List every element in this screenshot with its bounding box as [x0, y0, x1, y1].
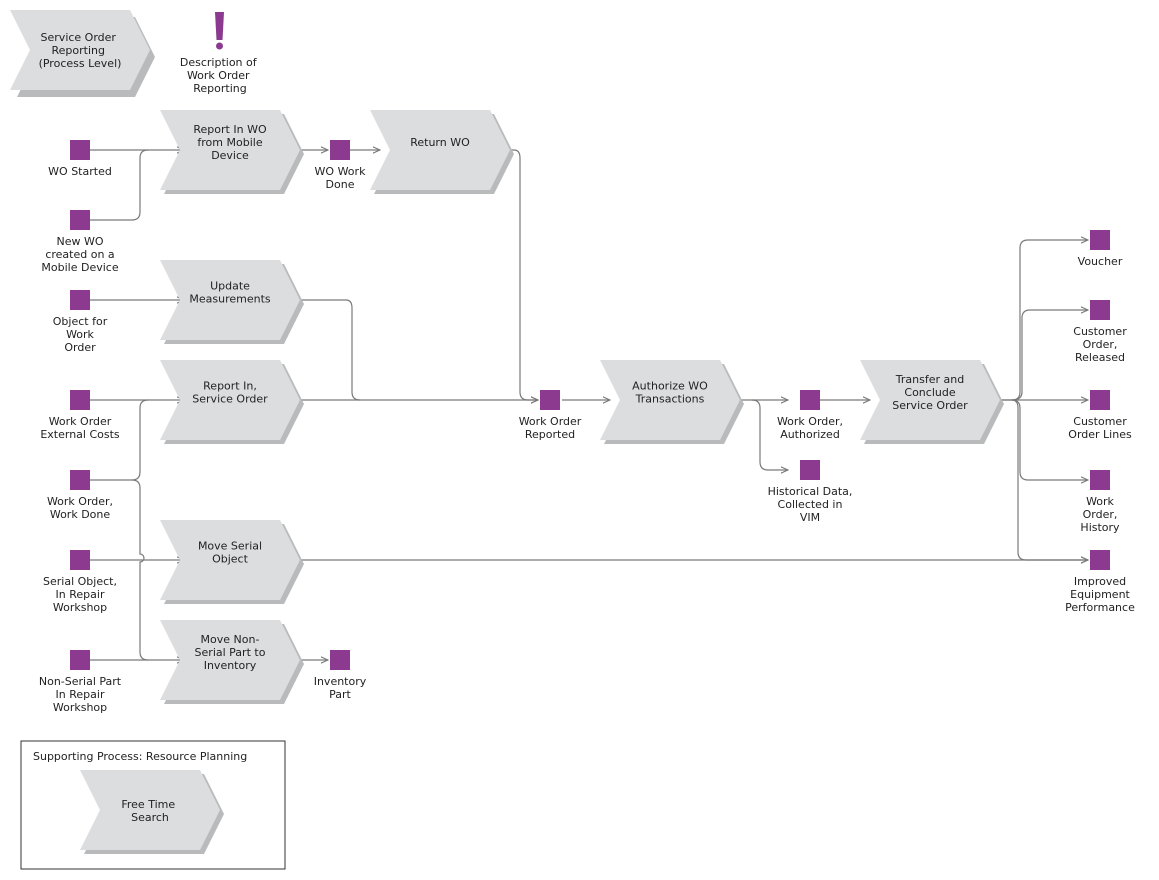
event-square-icon — [70, 210, 90, 230]
event-square-icon — [70, 470, 90, 490]
conn-work-done-bus — [90, 399, 149, 481]
event-square-icon — [70, 290, 90, 310]
event-square-icon — [1090, 300, 1110, 320]
event-square-icon — [1090, 230, 1110, 250]
event-square-icon — [1090, 550, 1110, 570]
supporting-process-title: Supporting Process: Resource Planning — [33, 750, 247, 763]
event-square-icon — [540, 390, 560, 410]
event-square-icon — [1090, 470, 1110, 490]
event-wo-work-done-left[interactable]: Work Order,Work Done — [47, 470, 113, 521]
event-label: WO Started — [48, 165, 112, 178]
event-wo-authorized[interactable]: Work Order,Authorized — [777, 390, 843, 441]
event-square-icon — [800, 460, 820, 480]
process-label: Return WO — [410, 136, 470, 149]
event-wo-started[interactable]: WO Started — [48, 140, 112, 178]
event-square-icon — [800, 390, 820, 410]
title-process-label: Service Order Reporting (Process Level) — [39, 31, 122, 70]
conn-transfer-to-released — [1011, 310, 1088, 401]
description-item[interactable]: Description of Work Order Reporting — [180, 12, 260, 95]
description-label: Description of Work Order Reporting — [180, 56, 260, 95]
conn-work-done-down — [131, 479, 149, 661]
process-free-time-search[interactable]: Free Time Search — [80, 770, 224, 854]
conn-transfer-to-voucher — [1000, 240, 1088, 401]
event-square-icon — [330, 650, 350, 670]
conn-new-wo-mobile — [90, 149, 149, 221]
free-time-search-label: Free Time Search — [121, 798, 178, 824]
event-voucher[interactable]: Voucher — [1078, 230, 1123, 268]
event-label: Voucher — [1078, 255, 1123, 268]
event-square-icon — [1090, 390, 1110, 410]
connectors — [90, 150, 1088, 660]
title-process: Service Order Reporting (Process Level) — [10, 10, 155, 97]
process-report-in-service-order[interactable]: Report In,Service Order — [160, 360, 304, 444]
exclamation-icon — [215, 12, 224, 50]
process-label: Report In,Service Order — [192, 380, 268, 406]
conn-return-to-reported — [510, 149, 538, 400]
event-label: Work Order,Authorized — [777, 415, 843, 441]
conn-transfer-to-history — [1011, 399, 1088, 480]
event-square-icon — [70, 140, 90, 160]
event-label: Work Order,Work Done — [47, 495, 113, 521]
conn-update-to-main — [300, 299, 361, 401]
event-square-icon — [330, 140, 350, 160]
conn-authorize-to-historical — [751, 399, 788, 470]
supporting-process-box: Supporting Process: Resource Planning Fr… — [20, 740, 286, 870]
event-square-icon — [70, 650, 90, 670]
event-square-icon — [70, 550, 90, 570]
event-square-icon — [70, 390, 90, 410]
process-return-wo[interactable]: Return WO — [370, 110, 514, 194]
